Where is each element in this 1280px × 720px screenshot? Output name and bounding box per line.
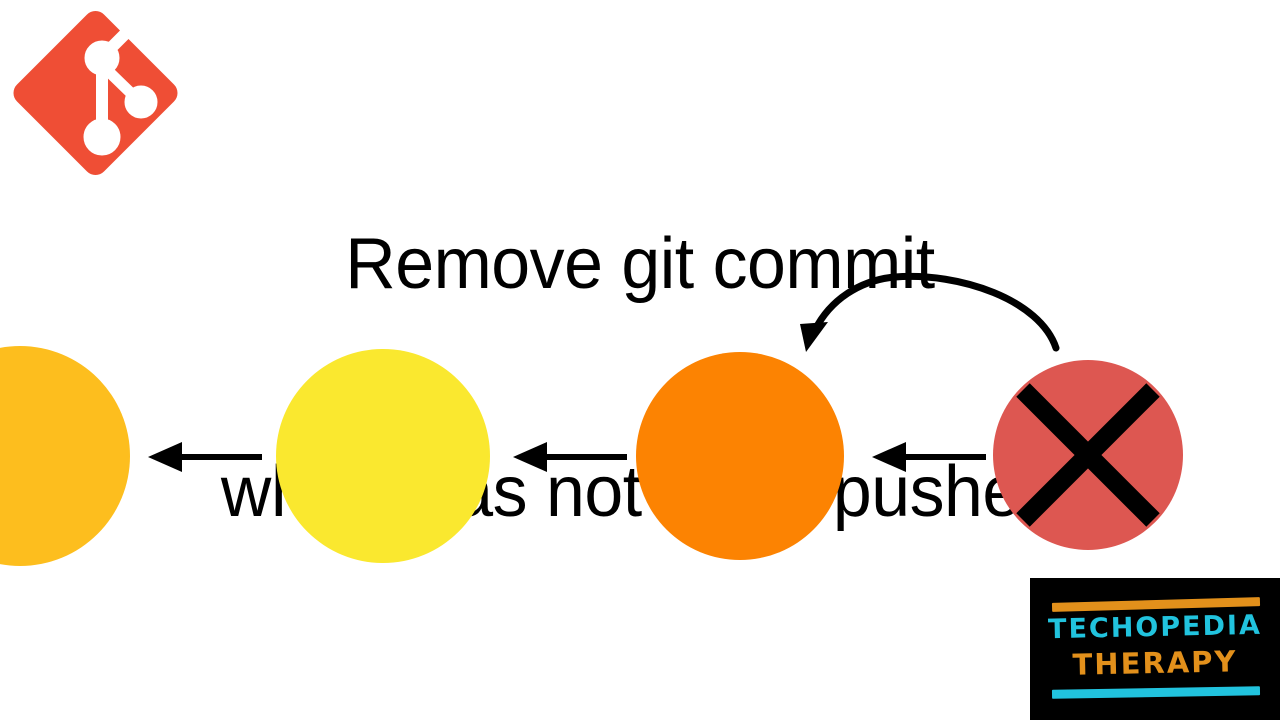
commit-node-third — [636, 352, 844, 560]
watermark-line-2: THERAPY — [1072, 644, 1238, 682]
watermark-rule-bottom — [1051, 686, 1261, 699]
commit-arrow-2 — [513, 442, 627, 472]
commit-arrow-1 — [148, 442, 262, 472]
title-line-1: Remove git commit — [345, 224, 935, 304]
watermark-logo: TECHOPEDIA THERAPY — [1030, 578, 1280, 720]
git-logo — [8, 0, 183, 181]
x-mark-icon — [1016, 383, 1160, 527]
watermark-line-1: TECHOPEDIA — [1047, 609, 1263, 646]
commit-node-second — [276, 349, 490, 563]
commit-node-oldest — [0, 346, 130, 566]
commit-arrow-3 — [872, 442, 986, 472]
git-logo-icon — [13, 0, 178, 176]
reset-curved-arrow — [800, 272, 1060, 352]
